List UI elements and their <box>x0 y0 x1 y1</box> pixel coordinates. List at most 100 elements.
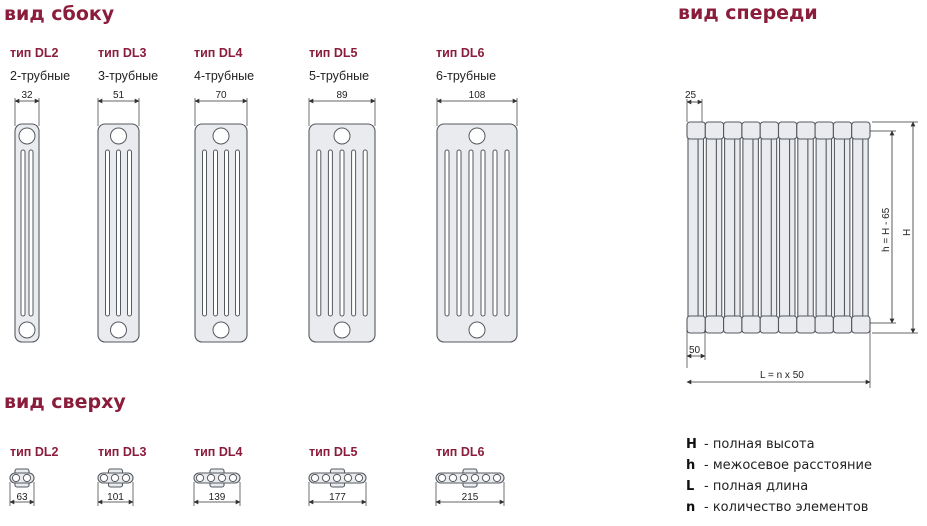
front-tube <box>778 123 791 333</box>
center-distance-dim: h = H - 65 <box>881 207 892 252</box>
side-pipes-label: 5-трубные <box>309 69 369 83</box>
top-tube <box>11 473 21 483</box>
front-bottom-header <box>851 315 871 334</box>
legend-text: - полная длина <box>704 479 808 494</box>
top-depth-dim: 101 <box>107 492 124 503</box>
front-top-header <box>686 121 706 140</box>
front-top-header <box>741 121 761 140</box>
front-top-header <box>796 121 816 140</box>
top-type-4: тип DL4 139 <box>193 445 242 506</box>
side-type-4: тип DL4 4-трубные 70 <box>194 46 254 343</box>
side-top-nipple <box>212 127 230 145</box>
side-pipes-label: 2-трубные <box>10 69 70 83</box>
legend-text: - полная высота <box>704 437 815 452</box>
side-width-dim: 70 <box>215 90 227 101</box>
front-tube <box>687 123 699 333</box>
side-tube-slot <box>224 149 229 317</box>
top-type-3: тип DL3 101 <box>97 445 146 506</box>
top-type-label: тип DL2 <box>10 445 58 459</box>
side-pipes-label: 4-трубные <box>194 69 254 83</box>
side-tube-slot <box>116 149 121 317</box>
top-tube <box>217 473 227 483</box>
front-section <box>832 121 853 334</box>
front-tube <box>852 123 864 333</box>
top-view-heading: вид сверху <box>4 391 126 413</box>
top-type-label: тип DL6 <box>436 445 484 459</box>
front-top-header <box>814 121 834 140</box>
side-tube-slot <box>351 149 357 317</box>
side-tube-slot <box>339 149 345 317</box>
top-tube <box>470 473 480 483</box>
side-type-3: тип DL3 3-трубные 51 <box>97 46 158 343</box>
top-type-label: тип DL4 <box>194 445 242 459</box>
top-type-6: тип DL6 215 <box>435 445 505 506</box>
full-height-dim: H <box>902 229 913 236</box>
top-type-2: тип DL2 63 <box>9 445 58 506</box>
side-bottom-nipple <box>110 321 127 339</box>
side-type-label: тип DL4 <box>194 46 242 60</box>
side-width-dim: 108 <box>469 90 486 101</box>
top-tube <box>121 473 131 483</box>
top-depth-dim: 215 <box>462 492 479 503</box>
front-tube <box>742 123 754 333</box>
side-view-heading: вид сбоку <box>4 3 115 25</box>
side-tube-slot <box>28 149 34 317</box>
side-type-label: тип DL5 <box>309 46 357 60</box>
front-tube <box>815 123 827 333</box>
front-bottom-header <box>759 315 780 334</box>
front-section <box>704 121 725 334</box>
side-bottom-nipple <box>18 321 36 339</box>
side-tube-slot <box>468 149 474 317</box>
front-tube <box>705 123 717 333</box>
front-bottom-header <box>704 315 725 334</box>
side-tube-slot <box>316 149 322 317</box>
top-type-label: тип DL5 <box>309 445 357 459</box>
front-section <box>686 121 706 334</box>
side-top-nipple <box>468 127 486 145</box>
front-tube <box>760 123 772 333</box>
front-bottom-header <box>723 315 743 334</box>
side-width-dim: 89 <box>336 90 348 101</box>
front-top-header <box>777 121 798 140</box>
side-type-label: тип DL3 <box>98 46 146 60</box>
top-tube <box>310 473 320 483</box>
side-tube-slot <box>480 149 486 317</box>
side-tube-slot <box>235 149 240 317</box>
front-section <box>814 121 834 334</box>
legend-key: h <box>686 458 695 473</box>
side-width-dim: 51 <box>113 90 125 101</box>
front-top-header <box>851 121 871 140</box>
side-tube-slot <box>362 149 368 317</box>
front-section <box>723 121 743 334</box>
top-tube <box>332 473 342 483</box>
top-tube <box>459 473 469 483</box>
side-top-nipple <box>333 127 351 145</box>
top-tube <box>110 473 120 483</box>
front-section <box>851 121 871 334</box>
side-tube-slot <box>492 149 498 317</box>
front-bottom-header <box>796 315 816 334</box>
front-section <box>741 121 761 334</box>
top-tube <box>437 473 447 483</box>
top-type-label: тип DL3 <box>98 445 146 459</box>
top-tube <box>321 473 331 483</box>
side-tube-slot <box>105 149 110 317</box>
front-view: 25 50 L = n x 50 h = H - 65 H <box>685 90 918 388</box>
top-depth-dim: 63 <box>16 492 28 503</box>
legend-text: - количество элементов <box>704 500 868 515</box>
front-bottom-header <box>814 315 834 334</box>
side-pipes-label: 3-трубные <box>98 69 158 83</box>
top-tube <box>206 473 216 483</box>
top-depth-dim: 139 <box>209 492 226 503</box>
front-top-header <box>723 121 743 140</box>
side-tube-slot <box>327 149 333 317</box>
side-tube-slot <box>213 149 218 317</box>
side-tube-slot <box>20 149 26 317</box>
front-top-header <box>832 121 853 140</box>
legend-text: - межосевое расстояние <box>704 458 872 473</box>
